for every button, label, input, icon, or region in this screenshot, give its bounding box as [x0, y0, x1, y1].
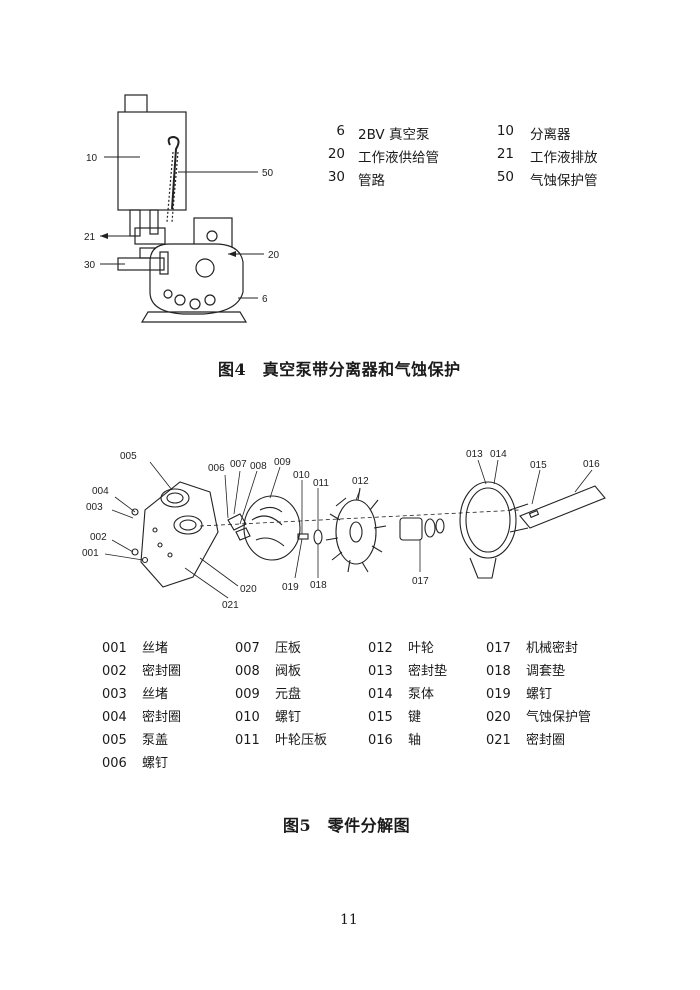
figure5-drawing: 005 004 003 002 001 006 007 008 009 010 … [82, 449, 606, 610]
callout-001: 001 [82, 548, 99, 559]
callout-006: 006 [208, 463, 225, 474]
legend-label: 2BV 真空泵 [358, 127, 430, 143]
separator-vent-pipe [124, 94, 148, 114]
disc [243, 495, 301, 561]
legend-label: 工作液排放 [530, 150, 598, 166]
legend-num: 30 [327, 169, 345, 185]
callout-012: 012 [352, 476, 369, 487]
callout-002: 002 [90, 532, 107, 543]
legend-label: 分离器 [530, 127, 571, 143]
callout-10: 10 [86, 153, 98, 164]
callout-6: 6 [262, 294, 268, 305]
callout-011: 011 [313, 478, 329, 489]
callout-017: 017 [412, 576, 429, 587]
legend-num: 10 [496, 123, 514, 139]
legend-num: 50 [496, 169, 514, 185]
callout-014: 014 [490, 449, 507, 460]
legend-num: 6 [336, 123, 345, 139]
pump-body [459, 481, 517, 559]
callout-005: 005 [120, 451, 137, 462]
page-number: 11 [340, 912, 358, 928]
callout-20: 20 [268, 250, 280, 261]
callout-30: 30 [84, 260, 96, 271]
callout-021: 021 [222, 600, 239, 610]
callout-010: 010 [293, 470, 310, 481]
callout-013: 013 [466, 449, 483, 460]
callout-020: 020 [240, 584, 257, 595]
callout-019: 019 [282, 582, 299, 593]
callout-016: 016 [583, 459, 600, 470]
callout-008: 008 [250, 461, 267, 472]
legend-label: 管路 [358, 173, 385, 189]
figure4-drawing: 10 50 21 20 30 6 [84, 94, 280, 323]
callout-007: 007 [230, 459, 247, 470]
figure4-caption: 图4 真空泵带分离器和气蚀保护 [218, 360, 461, 379]
shaft [519, 485, 606, 529]
callout-018: 018 [310, 580, 327, 591]
callout-004: 004 [92, 486, 109, 497]
legend-label: 工作液供给管 [358, 150, 439, 166]
legend-num: 21 [496, 146, 514, 162]
callout-21: 21 [84, 232, 96, 243]
pump-cover [140, 481, 219, 588]
callout-015: 015 [530, 460, 547, 471]
figure5-caption: 图5 零件分解图 [283, 816, 411, 835]
callout-009: 009 [274, 457, 291, 468]
legend-label: 气蚀保护管 [530, 173, 598, 189]
callout-50: 50 [262, 168, 274, 179]
callout-003: 003 [86, 502, 103, 513]
legend-num: 20 [327, 146, 345, 162]
